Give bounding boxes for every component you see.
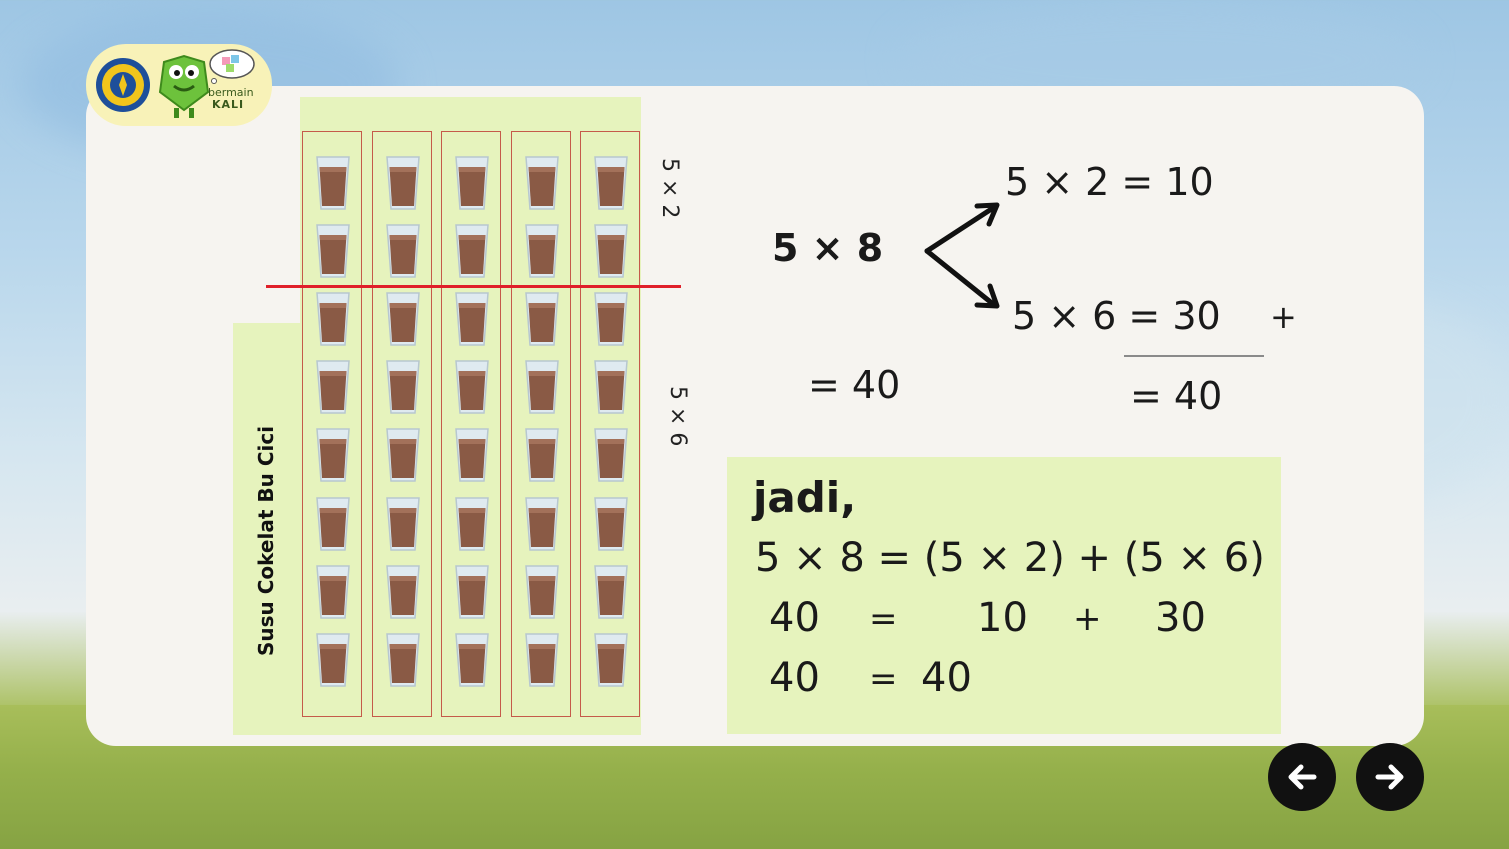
chocolate-milk-glass-icon	[524, 427, 560, 483]
array-title: Susu Cokelat Bu Cici	[254, 425, 278, 656]
chocolate-milk-glass-icon	[454, 291, 490, 347]
chocolate-milk-glass-icon	[454, 496, 490, 552]
problem-expression: 5 × 8	[772, 226, 884, 270]
chocolate-milk-glass-icon	[385, 291, 421, 347]
chocolate-milk-glass-icon	[524, 632, 560, 688]
sum-result: = 40	[1130, 374, 1223, 418]
arrow-left-icon	[1288, 764, 1317, 790]
left-result: = 40	[808, 363, 901, 407]
top-group-label: 5 × 2	[657, 158, 682, 219]
conclusion-line3-eq: =	[869, 659, 898, 699]
chocolate-milk-glass-icon	[315, 564, 351, 620]
chocolate-milk-glass-icon	[385, 564, 421, 620]
brand-line1: bermain	[208, 86, 254, 99]
chocolate-milk-glass-icon	[315, 223, 351, 279]
conclusion-panel: jadi, 5 × 8 = (5 × 2) + (5 × 6) 40 = 10 …	[727, 457, 1281, 734]
sum-divider	[1124, 355, 1264, 357]
chocolate-milk-glass-icon	[385, 155, 421, 211]
conclusion-line3-b: 40	[921, 655, 972, 701]
chocolate-milk-glass-icon	[454, 155, 490, 211]
arrow-right-icon	[1375, 764, 1404, 790]
glass-column	[511, 131, 571, 717]
conclusion-line2-plus: +	[1073, 599, 1102, 639]
conclusion-line2-b: 10	[977, 595, 1028, 641]
branch-bottom-equation: 5 × 6 = 30	[1012, 294, 1221, 338]
chocolate-milk-glass-icon	[315, 359, 351, 415]
conclusion-line2-eq: =	[869, 599, 898, 639]
thought-bubble-icon	[209, 49, 255, 84]
chocolate-milk-glass-icon	[315, 496, 351, 552]
glass-column	[372, 131, 432, 717]
chocolate-milk-glass-icon	[385, 359, 421, 415]
chocolate-milk-glass-icon	[454, 632, 490, 688]
chocolate-milk-glass-icon	[593, 427, 629, 483]
green-mascot-icon	[158, 54, 210, 118]
chocolate-milk-glass-icon	[524, 155, 560, 211]
chocolate-milk-glass-icon	[454, 359, 490, 415]
chocolate-milk-glass-icon	[315, 291, 351, 347]
chocolate-milk-glass-icon	[454, 427, 490, 483]
conclusion-line1: 5 × 8 = (5 × 2) + (5 × 6)	[755, 535, 1265, 581]
brand-line2: KALI	[212, 98, 245, 111]
chocolate-milk-glass-icon	[524, 496, 560, 552]
chocolate-milk-glass-icon	[593, 496, 629, 552]
chocolate-milk-glass-icon	[454, 223, 490, 279]
glass-column	[580, 131, 640, 717]
chocolate-milk-glass-icon	[593, 291, 629, 347]
array-title-panel	[233, 323, 303, 735]
conclusion-line2-c: 30	[1155, 595, 1206, 641]
chocolate-milk-glass-icon	[593, 359, 629, 415]
chocolate-milk-glass-icon	[454, 564, 490, 620]
university-seal-icon	[96, 58, 150, 112]
chocolate-milk-glass-icon	[524, 223, 560, 279]
chocolate-milk-glass-icon	[524, 564, 560, 620]
split-line	[266, 285, 681, 288]
prev-button[interactable]	[1268, 743, 1336, 811]
chocolate-milk-glass-icon	[593, 223, 629, 279]
chocolate-milk-glass-icon	[385, 427, 421, 483]
conclusion-line2-a: 40	[769, 595, 820, 641]
chocolate-milk-glass-icon	[385, 632, 421, 688]
bottom-group-label: 5 × 6	[665, 386, 690, 447]
chocolate-milk-glass-icon	[385, 223, 421, 279]
chocolate-milk-glass-icon	[315, 427, 351, 483]
glass-column	[302, 131, 362, 717]
branch-top-equation: 5 × 2 = 10	[1005, 160, 1214, 204]
split-arrows-icon	[924, 202, 1000, 309]
chocolate-milk-glass-icon	[593, 155, 629, 211]
chocolate-milk-glass-icon	[385, 496, 421, 552]
next-button[interactable]	[1356, 743, 1424, 811]
plus-sign: +	[1270, 298, 1297, 336]
glass-column	[441, 131, 501, 717]
conclusion-line3-a: 40	[769, 655, 820, 701]
chocolate-milk-glass-icon	[593, 564, 629, 620]
chocolate-milk-glass-icon	[524, 359, 560, 415]
conclusion-heading: jadi,	[753, 473, 857, 522]
chocolate-milk-glass-icon	[593, 632, 629, 688]
chocolate-milk-glass-icon	[315, 632, 351, 688]
chocolate-milk-glass-icon	[524, 291, 560, 347]
chocolate-milk-glass-icon	[315, 155, 351, 211]
